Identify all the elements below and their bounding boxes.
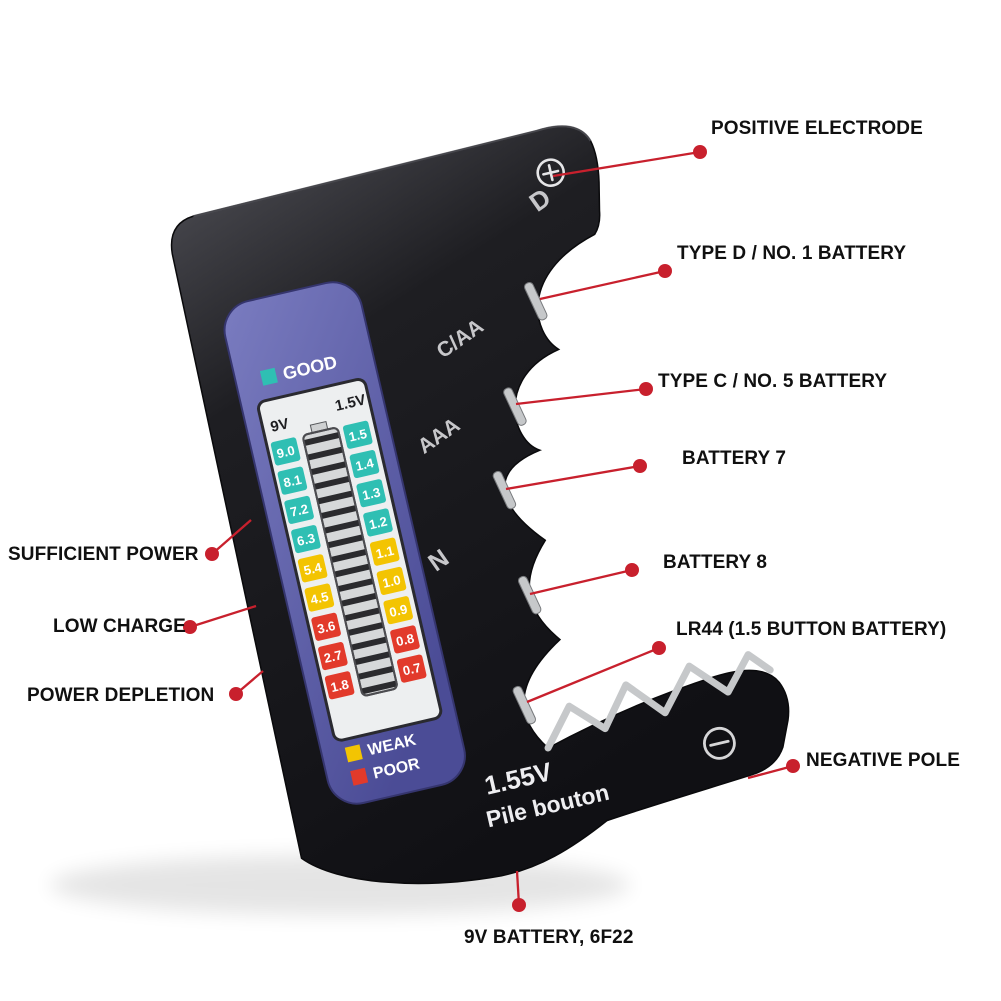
scale-cell (383, 596, 413, 625)
scale-value: 1.5 (347, 426, 368, 445)
callout-power-depletion-label: POWER DEPLETION (27, 685, 215, 706)
scale-cell (363, 508, 393, 537)
dot-9v-battery (512, 898, 526, 912)
weak-swatch (344, 744, 363, 763)
scale-cell (396, 654, 427, 683)
dot-battery-7 (633, 459, 647, 473)
scale-value: 6.3 (295, 530, 316, 549)
scale-cell (376, 566, 407, 595)
scale-value: 1.2 (368, 514, 389, 533)
leader-battery-8 (529, 568, 633, 596)
contact-lr44 (512, 685, 537, 725)
scale-value: 4.5 (309, 589, 330, 608)
scale-value: 1.8 (329, 676, 350, 695)
callout-low-charge-label: LOW CHARGE (53, 616, 186, 637)
dot-positive-electrode (693, 145, 707, 159)
scale-value: 1.1 (374, 543, 395, 562)
callout-9v-battery-label: 9V BATTERY, 6F22 (464, 927, 634, 948)
column-header-1-5v: 1.5V (333, 391, 367, 415)
callout-negative-pole-label: NEGATIVE POLE (806, 750, 961, 771)
dot-battery-8 (625, 563, 639, 577)
body-top-highlight (193, 125, 592, 218)
leader-type-c (515, 387, 647, 406)
leader-sufficient-power (211, 519, 252, 555)
leader-positive-electrode (552, 150, 701, 178)
scale-cell (318, 642, 348, 671)
scale-cell (369, 537, 400, 566)
callout-battery-7-label: BATTERY 7 (682, 448, 787, 469)
dot-low-charge (183, 620, 197, 634)
circled-minus-icon (703, 726, 736, 760)
dot-lr44 (652, 641, 666, 655)
scale-value: 2.7 (322, 647, 343, 666)
dot-negative-pole (786, 759, 800, 773)
scale-cell (291, 525, 321, 554)
poor-swatch (350, 767, 369, 786)
scale-value: 0.9 (388, 601, 409, 620)
callout-leaders (183, 145, 800, 912)
scale-value: 3.6 (316, 618, 337, 637)
dot-power-depletion (229, 687, 243, 701)
callout-type-d-label: TYPE D / NO. 1 BATTERY (677, 243, 907, 264)
leader-negative-pole (747, 764, 794, 780)
scale-cell (356, 479, 386, 508)
battery-tester-device: D C/AA AAA N GOOD 9V 1.5V 9.0 8.1 7.2 6.… (170, 125, 790, 885)
scale-value: 5.4 (302, 559, 324, 578)
scale-column-1-5v: 1.5 1.4 1.3 1.2 1.1 1.0 0.9 0.8 0.7 (342, 420, 427, 683)
scale-value: 7.2 (289, 501, 310, 520)
device-body (170, 125, 790, 885)
column-header-9v: 9V (269, 415, 291, 436)
scale-cell (311, 612, 341, 641)
callout-sufficient-power-label: SUFFICIENT POWER (8, 544, 199, 565)
spring-contact-icon (544, 651, 774, 752)
dot-type-d (658, 264, 672, 278)
scale-cell (277, 466, 308, 495)
callout-type-c-label: TYPE C / NO. 5 BATTERY (658, 371, 888, 392)
scale-cell (284, 495, 314, 524)
dot-sufficient-power (205, 547, 219, 561)
scale-column-9v: 9.0 8.1 7.2 6.3 5.4 4.5 3.6 2.7 1.8 (270, 437, 355, 700)
leader-low-charge (189, 604, 257, 629)
scale-cell (297, 554, 328, 583)
scale-cell (324, 671, 355, 700)
display-panel: GOOD 9V 1.5V 9.0 8.1 7.2 6.3 5.4 4.5 3.6 (223, 281, 466, 805)
scale-value: 1.4 (354, 455, 376, 474)
leader-type-d (539, 269, 666, 301)
battery-level-icon (302, 420, 398, 697)
scale-value: 1.0 (381, 572, 402, 591)
scale-cell (270, 437, 301, 466)
good-swatch (259, 367, 278, 386)
scale-value: 8.1 (282, 472, 303, 491)
scale-value: 9.0 (275, 443, 296, 462)
scale-cell (390, 625, 420, 654)
contact-d (524, 281, 548, 321)
scale-value: 0.7 (401, 660, 422, 679)
leader-battery-7 (505, 464, 641, 491)
scale-value: 1.3 (361, 484, 382, 503)
scale-cell (304, 583, 335, 612)
callout-positive-electrode-label: POSITIVE ELECTRODE (711, 118, 923, 139)
scale-cell (342, 420, 373, 449)
circled-plus-icon (536, 158, 566, 187)
scale-value: 0.8 (395, 631, 416, 650)
dot-type-c (639, 382, 653, 396)
scale-cell (349, 449, 380, 479)
leader-lr44 (526, 646, 660, 704)
callout-battery-8-label: BATTERY 8 (663, 552, 768, 573)
callout-lr44-label: LR44 (1.5 BUTTON BATTERY) (676, 619, 947, 640)
